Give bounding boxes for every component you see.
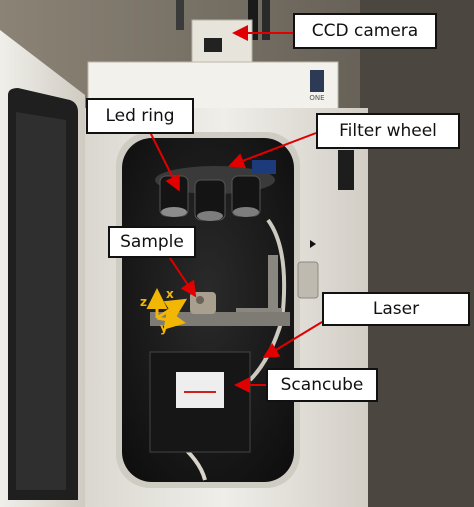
laser-callout: Laser (322, 292, 470, 326)
door-latch (297, 261, 319, 299)
right-wall-shadow (360, 0, 474, 507)
sample (190, 292, 216, 314)
lens-rim-2 (197, 211, 223, 221)
sample-callout: Sample (108, 226, 196, 258)
device-badge-logo (310, 70, 324, 92)
ccd-camera-callout: CCD camera (293, 13, 437, 49)
lens-rim-3 (233, 207, 259, 217)
cable-top-3 (176, 0, 184, 30)
sample-detail (196, 296, 204, 304)
cable-top-1 (248, 0, 258, 40)
door-window-inner (16, 112, 66, 490)
latch-arrow-icon (310, 240, 316, 248)
filter-wheel-callout: Filter wheel (316, 113, 460, 149)
side-handle (338, 150, 354, 190)
ccd-camera-lens (204, 38, 222, 52)
scancube-label-plate (176, 372, 224, 408)
sample-stage (150, 312, 290, 326)
led-ring-callout: Led ring (86, 98, 194, 134)
cable-top-2 (262, 0, 270, 40)
laser-bracket-vertical (268, 255, 278, 315)
scancube-callout: Scancube (266, 368, 378, 402)
led-ring (161, 207, 187, 217)
device-badge-text: ONE (309, 94, 324, 102)
filter-wheel-motor (252, 160, 276, 174)
